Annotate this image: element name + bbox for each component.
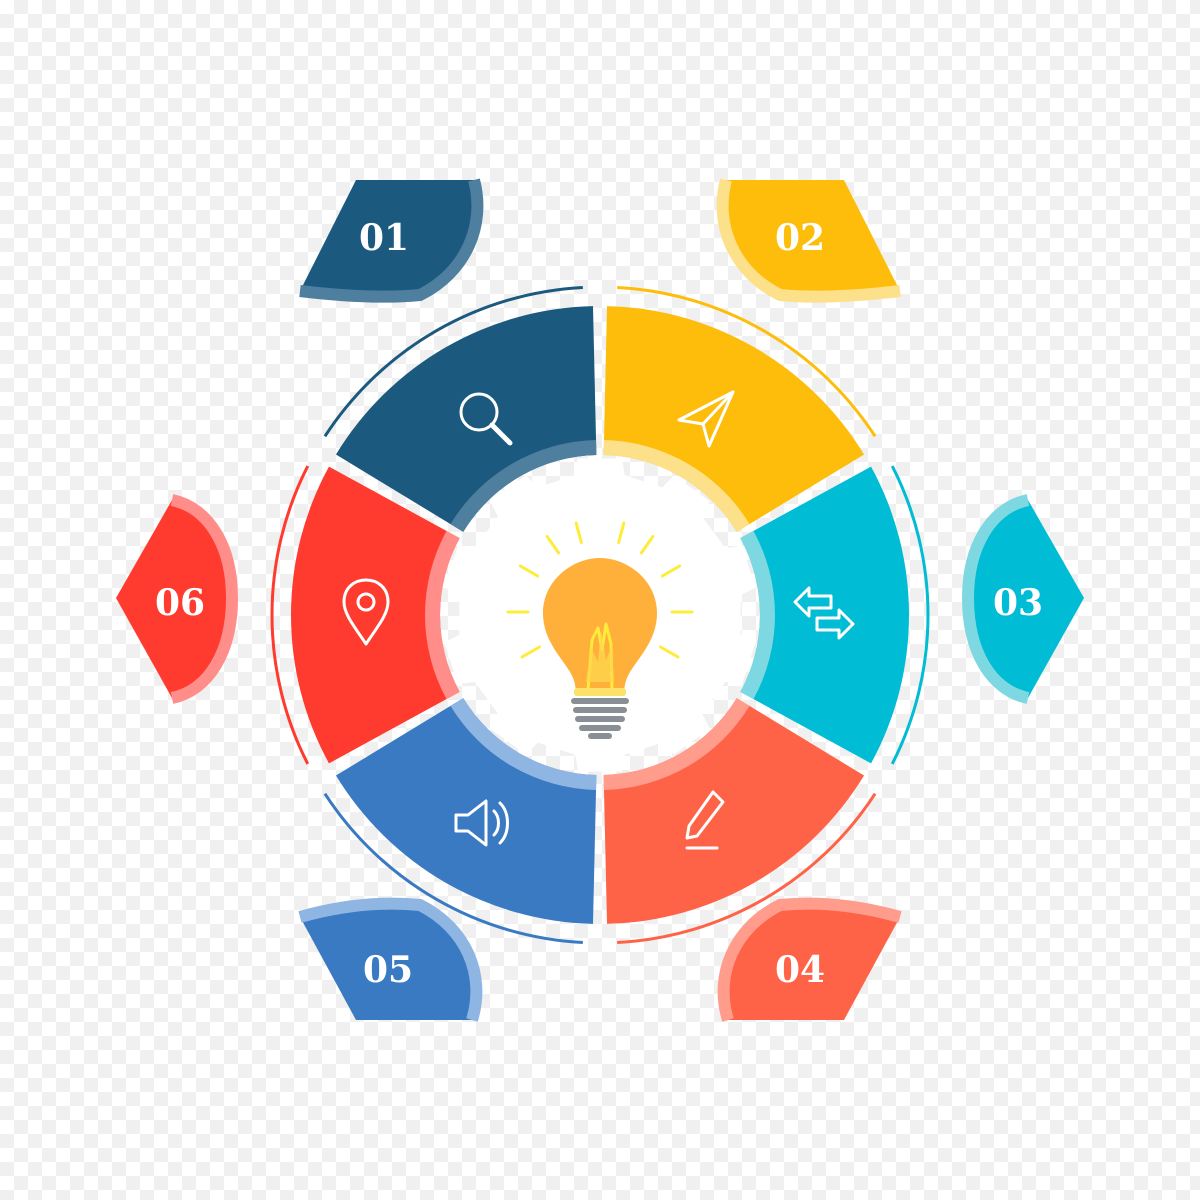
tab-shape — [723, 903, 900, 1020]
wheel-segments — [291, 306, 909, 924]
wheel-segment-04 — [603, 698, 865, 924]
step-tab-05: 05 — [298, 897, 483, 1022]
inner-ring-segment-06 — [425, 530, 460, 700]
speaker-icon — [454, 799, 509, 847]
inner-ring — [425, 440, 775, 790]
step-number: 06 — [155, 582, 205, 624]
tab-rim — [298, 897, 483, 1022]
step-tab-06: 06 — [116, 494, 239, 704]
number-tabs: 01 02 03 04 05 06 — [116, 178, 1084, 1022]
outer-arc-04 — [617, 792, 877, 945]
outer-arc-03 — [890, 465, 930, 765]
step-number: 01 — [359, 217, 409, 259]
step-number: 04 — [775, 949, 825, 991]
light-ray — [639, 535, 655, 555]
light-ray — [574, 521, 583, 544]
wheel-segment-02 — [603, 306, 865, 532]
bulb-glass — [543, 558, 657, 696]
outer-arc-05 — [323, 792, 583, 945]
outer-ring — [270, 285, 930, 945]
light-ray — [545, 535, 561, 555]
light-ray — [660, 564, 682, 578]
tab-shape — [722, 180, 900, 297]
step-number: 05 — [363, 949, 413, 991]
outer-arc-02 — [617, 285, 877, 438]
bulb-base — [571, 698, 629, 739]
search-icon — [459, 392, 513, 446]
tab-rim — [961, 494, 1030, 704]
exchange-arrows-icon — [793, 586, 855, 640]
outer-arc-01 — [323, 285, 583, 438]
step-tab-02: 02 — [716, 178, 901, 303]
tab-rim — [170, 494, 239, 704]
inner-ring-segment-01 — [450, 440, 597, 532]
outer-arc-06 — [270, 465, 310, 765]
wheel-segment-05 — [335, 698, 597, 924]
step-tab-04: 04 — [717, 897, 902, 1022]
light-ray — [520, 645, 541, 659]
inner-ring-segment-04 — [603, 698, 750, 790]
tab-rim — [717, 897, 902, 1022]
step-tab-03: 03 — [961, 494, 1084, 704]
tab-shape — [300, 180, 478, 297]
send-icon — [677, 390, 735, 448]
lightbulb-icon — [506, 521, 694, 739]
inner-ring-segment-02 — [603, 440, 750, 532]
tab-shape — [116, 500, 232, 698]
segment-icons — [342, 390, 855, 850]
light-rays — [506, 521, 694, 659]
bulb-neck — [574, 688, 626, 696]
wheel-segment-01 — [335, 306, 597, 532]
tab-rim — [299, 178, 484, 303]
pencil-icon — [685, 790, 725, 850]
center-hub — [444, 458, 756, 772]
light-ray — [617, 521, 626, 544]
inner-ring-segment-03 — [740, 530, 775, 700]
tab-rim — [716, 178, 901, 303]
step-number: 02 — [775, 217, 825, 259]
step-tab-01: 01 — [299, 178, 484, 303]
tab-shape — [968, 500, 1084, 698]
inner-ring-segment-05 — [450, 698, 597, 790]
step-number: 03 — [993, 582, 1043, 624]
wheel-segment-03 — [740, 466, 909, 764]
light-ray — [659, 645, 680, 659]
light-ray — [518, 564, 540, 578]
location-pin-icon — [342, 578, 390, 646]
bulb-flame — [586, 630, 614, 682]
tab-shape — [300, 903, 477, 1020]
wheel-segment-06 — [291, 466, 460, 764]
